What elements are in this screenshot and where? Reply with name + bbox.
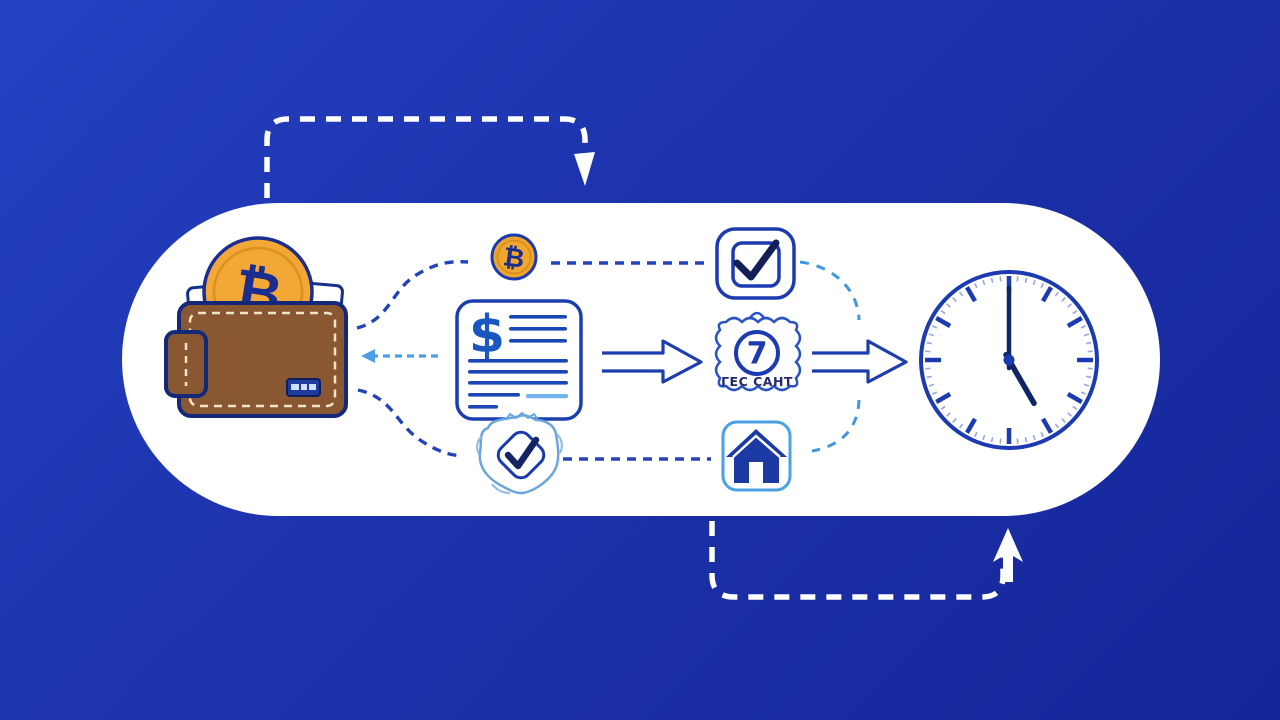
shield-check-icon — [476, 411, 563, 495]
house-door — [749, 462, 763, 483]
clock-icon — [919, 270, 1099, 450]
seal-crown — [748, 311, 766, 319]
wallet-icon: ₿ — [164, 236, 348, 418]
invoice-text-lines — [468, 315, 568, 409]
coin-ring — [496, 239, 532, 275]
wallet-to-shield-link — [357, 388, 463, 458]
invoice-icon: $ — [455, 299, 583, 421]
left-arrowhead — [361, 349, 375, 363]
shield-flourishes — [476, 433, 563, 494]
wallet-to-coin-link — [356, 260, 469, 330]
checkbox-checkmark — [733, 239, 780, 281]
seal-caption: ΓEC CAHT — [721, 374, 793, 389]
bottom-dashed-connector — [709, 521, 1023, 600]
flow-arrow-1 — [602, 339, 703, 384]
wallet-card-emblem — [286, 378, 321, 397]
down-arrowhead — [574, 152, 595, 186]
clock-center-dot — [1003, 354, 1015, 366]
wallet-clasp — [164, 330, 208, 398]
house-icon — [721, 420, 792, 492]
shield-checkmark — [504, 436, 540, 470]
coin-symbol: ₿ — [501, 242, 526, 275]
house-glyph — [726, 429, 787, 483]
flow-arrow-2 — [812, 339, 908, 384]
white-panel — [122, 203, 1160, 516]
bitcoin-coin-icon: ₿ — [490, 233, 538, 281]
dollar-sign: $ — [469, 305, 505, 365]
clock-ticks — [925, 276, 1093, 444]
light-blue-arcs — [799, 260, 861, 453]
checkbox-icon — [715, 227, 796, 300]
up-arrow — [993, 528, 1023, 582]
shield-ribbon — [505, 411, 539, 421]
top-dashed-connector — [264, 116, 595, 198]
house-arc-link — [811, 399, 861, 453]
wallet-back-arrow — [361, 349, 438, 363]
house-roof-line — [732, 434, 781, 458]
dashed-links — [356, 260, 711, 461]
seal-badge-icon: 7 ΓEC CAHT — [714, 311, 802, 392]
seal-circle — [734, 330, 780, 376]
seal-number: 7 — [747, 337, 768, 372]
